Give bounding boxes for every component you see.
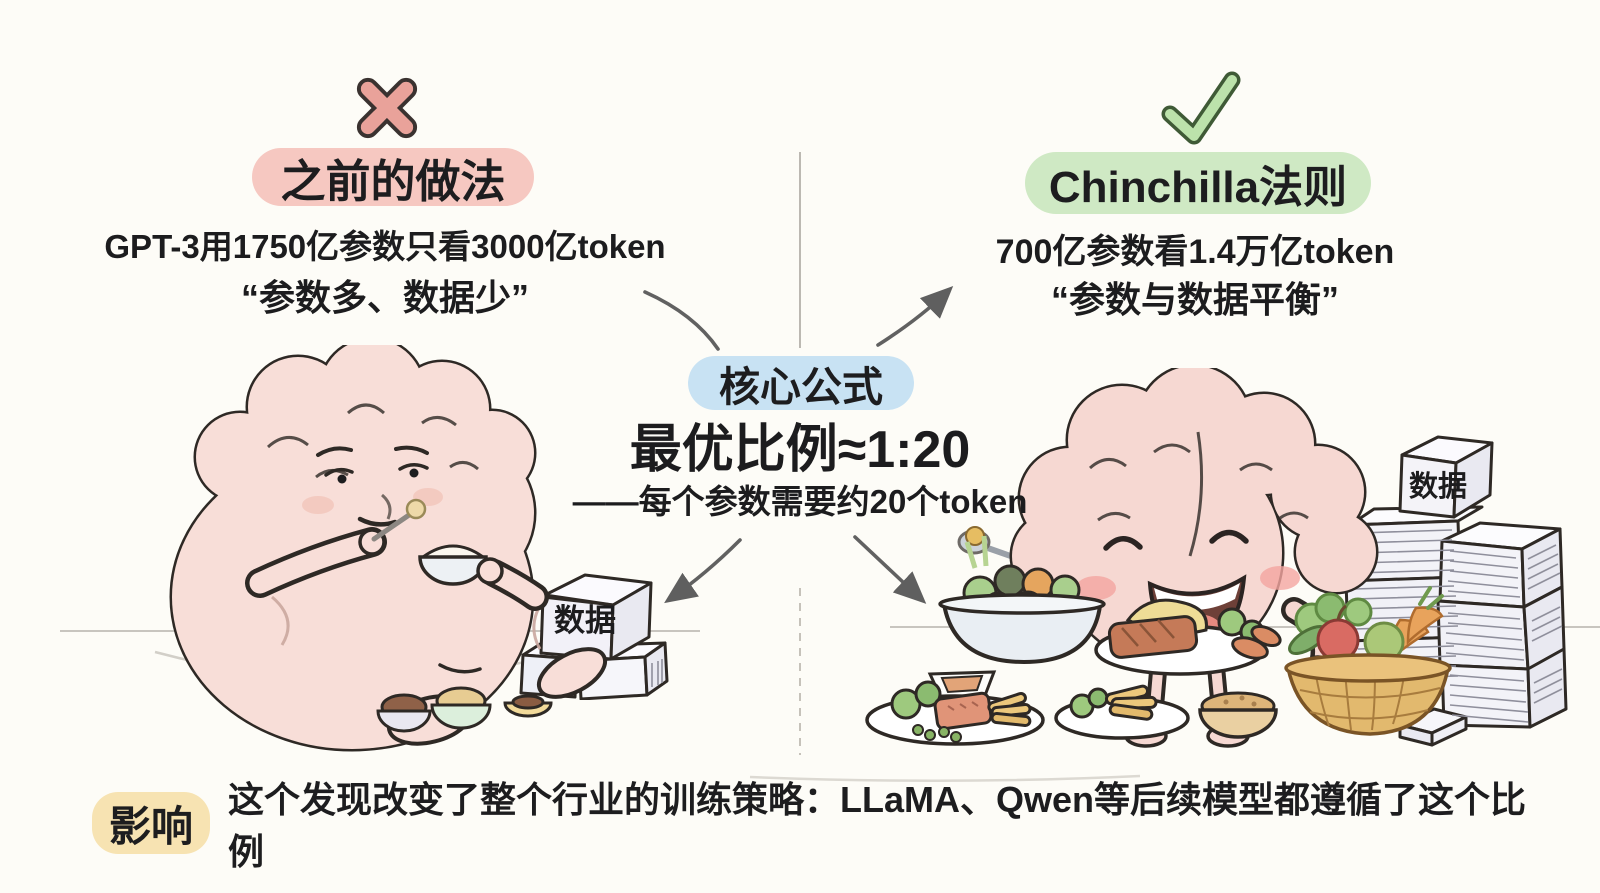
x-mark-icon (356, 77, 418, 139)
table-shadow-line (749, 774, 1141, 783)
happy-brain-illustration (865, 368, 1452, 748)
center-pill: 核心公式 (688, 356, 914, 410)
right-panel-title: Chinchilla法则 (1025, 152, 1371, 214)
footer-label: 影响 (92, 792, 210, 854)
data-cube-label-left: 数据 (554, 602, 616, 638)
small-side-bowls (376, 686, 553, 733)
check-mark-icon (1161, 71, 1241, 145)
left-panel-line2: “参数多、数据少” (240, 277, 529, 318)
arrow-to-lower-right (853, 535, 927, 604)
salmon-plate (865, 680, 1045, 746)
arrow-to-lower-left (664, 538, 742, 604)
brain-fold-lines-right (1089, 431, 1309, 557)
rice-bowl-in-hand (418, 544, 488, 586)
left-panel-line1: GPT-3用1750亿参数只看3000亿token (104, 228, 666, 265)
right-panel-line1: 700亿参数看1.4万亿token (995, 232, 1395, 271)
center-arrows (643, 285, 954, 604)
belly-line (438, 663, 482, 674)
sad-brain-illustration (169, 345, 608, 752)
footer-text: 这个发现改变了整个行业的训练策略：LLaMA、Qwen等后续模型都遵循了这个比例 (228, 779, 1527, 872)
salad-bowl (938, 535, 1106, 665)
center-note: ——每个参数需要约20个token (572, 483, 1028, 520)
arrow-to-upper-right (876, 285, 954, 347)
center-formula: 最优比例≈1:20 (629, 420, 971, 479)
food-spread (865, 535, 1452, 746)
produce-basket (1284, 586, 1452, 736)
right-panel-line2: “参数与数据平衡” (1050, 279, 1339, 320)
sad-brain-face (302, 445, 443, 527)
arrow-to-upper-left (643, 290, 720, 351)
fries-plate (1054, 684, 1190, 740)
grain-bowl (1198, 691, 1278, 739)
sad-brain-arms (245, 527, 549, 611)
steak-plate (1094, 598, 1282, 676)
data-cube-label-right: 数据 (1408, 471, 1467, 503)
left-panel-title: 之前的做法 (252, 148, 534, 207)
fork-icon (371, 498, 427, 542)
